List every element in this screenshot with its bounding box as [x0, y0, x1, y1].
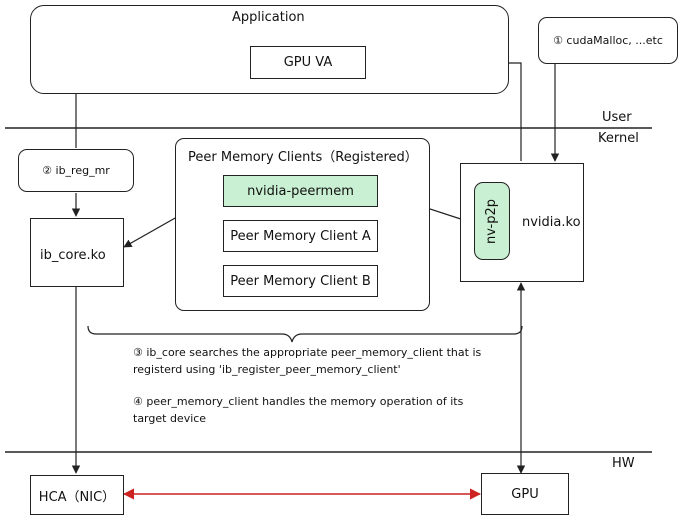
- nvidia-peermem-label: nvidia-peermem: [247, 183, 354, 199]
- note-step3-line2: registerd using 'ib_register_peer_memory…: [133, 363, 401, 376]
- hca-nic-label: HCA（NIC）: [38, 489, 116, 505]
- ib-core-box: [30, 218, 124, 287]
- hw-layer-label: HW: [612, 456, 635, 471]
- peer-memory-client-b-label: Peer Memory Client B: [230, 273, 371, 289]
- ib-reg-mr-callout: ② ib_reg_mr: [18, 149, 134, 192]
- nv-p2p-box: nv-p2p: [474, 182, 510, 260]
- gpu-label: GPU: [511, 486, 539, 502]
- peer-memory-clients-title: Peer Memory Clients（Registered）: [188, 150, 418, 165]
- peer-clients-brace: [87, 325, 523, 343]
- kernel-layer-label: Kernel: [598, 131, 639, 146]
- gpu-va-box: GPU VA: [250, 46, 366, 79]
- nvidia-ko-label: nvidia.ko: [522, 215, 581, 230]
- cudamalloc-label: ① cudaMalloc, ...etc: [553, 34, 663, 47]
- user-layer-label: User: [602, 110, 632, 125]
- peer-memory-client-b-box: Peer Memory Client B: [223, 265, 378, 297]
- note-step3-line1: ③ ib_core searches the appropriate peer_…: [133, 346, 482, 359]
- cudamalloc-callout: ① cudaMalloc, ...etc: [538, 17, 678, 64]
- hca-nic-box: HCA（NIC）: [30, 475, 124, 515]
- gpu-box: GPU: [481, 473, 569, 515]
- nvidia-peermem-box: nvidia-peermem: [223, 175, 378, 207]
- peer-memory-client-a-box: Peer Memory Client A: [223, 220, 378, 252]
- ib-reg-mr-label: ② ib_reg_mr: [42, 164, 110, 177]
- nv-p2p-label: nv-p2p: [484, 198, 500, 244]
- ib-core-label: ib_core.ko: [40, 248, 106, 263]
- note-step4-line2: target device: [133, 412, 207, 425]
- application-title: Application: [232, 10, 305, 25]
- peer-memory-client-a-label: Peer Memory Client A: [230, 228, 371, 244]
- note-step4-line1: ④ peer_memory_client handles the memory …: [133, 395, 464, 408]
- gpu-va-label: GPU VA: [283, 55, 333, 70]
